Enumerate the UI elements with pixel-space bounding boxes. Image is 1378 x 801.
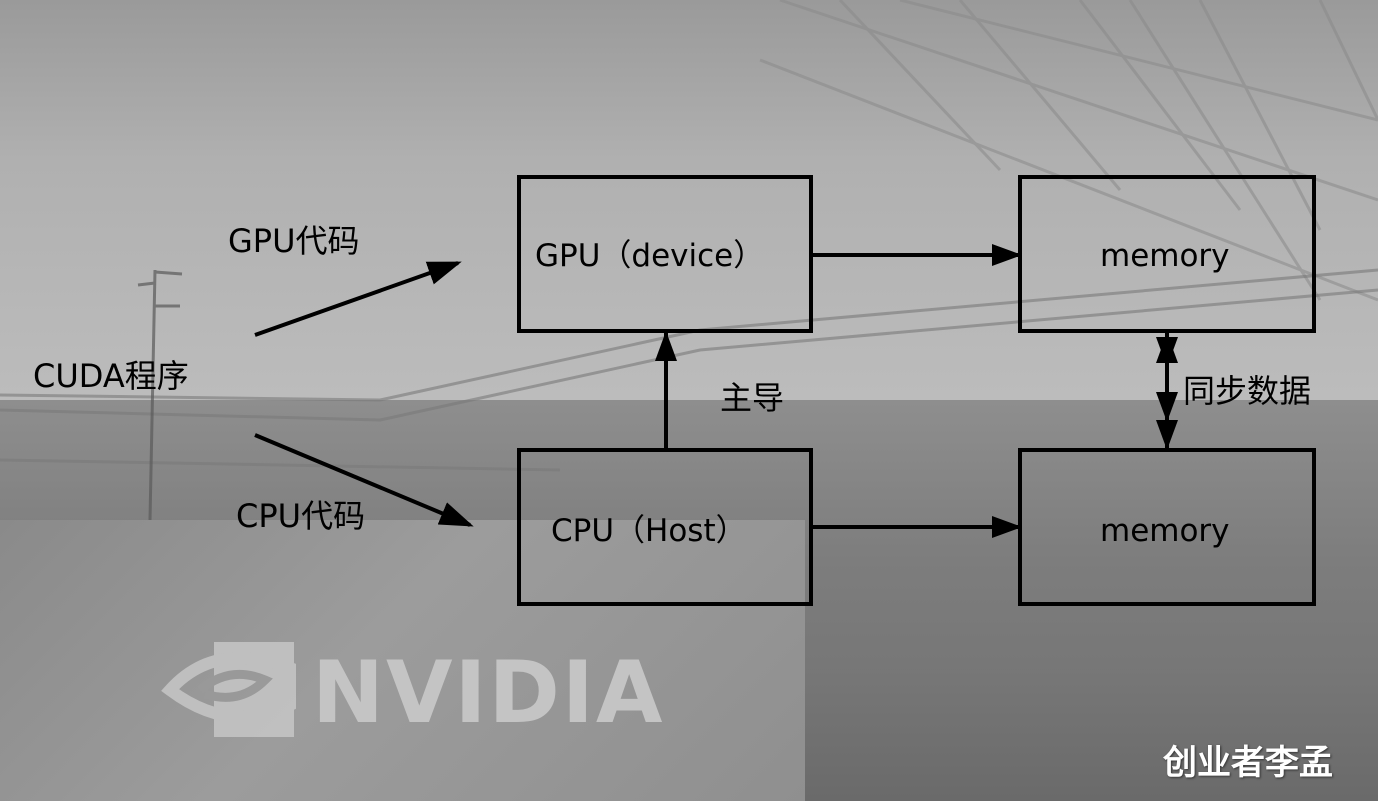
cpu-memory-box: memory — [1018, 448, 1316, 606]
gpu-device-label: GPU（device） — [535, 238, 765, 274]
arrow-to-gpu-code — [254, 261, 462, 337]
cuda-program-label: CUDA程序 — [33, 357, 189, 395]
author-watermark: 创业者李孟 — [1163, 743, 1333, 783]
gpu-memory-box: memory — [1018, 175, 1316, 333]
background-sign-wall — [0, 520, 805, 801]
lamp-post — [137, 269, 183, 521]
arrow-to-cpu-code — [254, 433, 474, 527]
cpu-host-label: CPU（Host） — [551, 513, 747, 549]
sync-data-label: 同步数据 — [1183, 372, 1312, 410]
background-lawn — [805, 670, 1378, 801]
building-roof — [0, 268, 1378, 472]
gpu-code-label: GPU代码 — [228, 222, 360, 260]
canopy-structure — [759, 0, 1378, 302]
cpu-code-label: CPU代码 — [236, 497, 366, 535]
gpu-device-box: GPU（device） — [517, 175, 813, 333]
cpu-host-box: CPU（Host） — [517, 448, 813, 606]
gpu-memory-label: memory — [1100, 238, 1230, 274]
nvidia-eye-logo — [161, 642, 296, 737]
sync-arrowhead-down — [1156, 420, 1178, 450]
nvidia-logo-text: NVIDIA — [312, 643, 665, 743]
sync-arrowhead-up — [1156, 333, 1178, 363]
lead-label: 主导 — [720, 379, 785, 417]
cpu-memory-label: memory — [1100, 513, 1230, 549]
